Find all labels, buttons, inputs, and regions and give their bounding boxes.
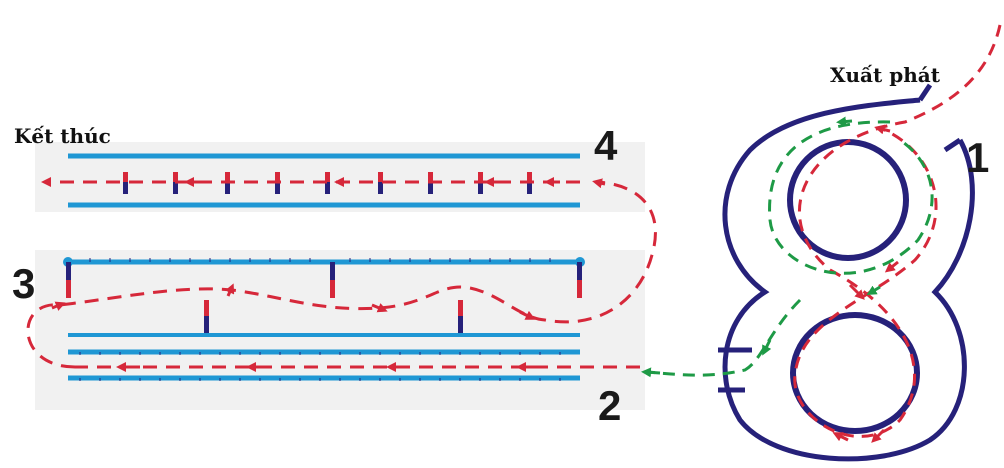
path-red-figure8 (793, 24, 1002, 438)
figure-eight-track (718, 83, 975, 462)
step-number-1: 1 (966, 134, 989, 181)
path-green (647, 120, 934, 377)
lane-4 (41, 153, 580, 208)
lane-2 (68, 333, 640, 381)
band-section-2-3 (35, 250, 645, 410)
step-number-3: 3 (12, 260, 35, 307)
lane-3 (63, 257, 585, 334)
start-label: Xuất phát (830, 63, 941, 87)
step-number-4: 4 (594, 122, 618, 169)
step-number-2: 2 (598, 382, 621, 429)
path-section-3 (26, 180, 657, 369)
finish-label: Kết thúc (14, 124, 111, 148)
